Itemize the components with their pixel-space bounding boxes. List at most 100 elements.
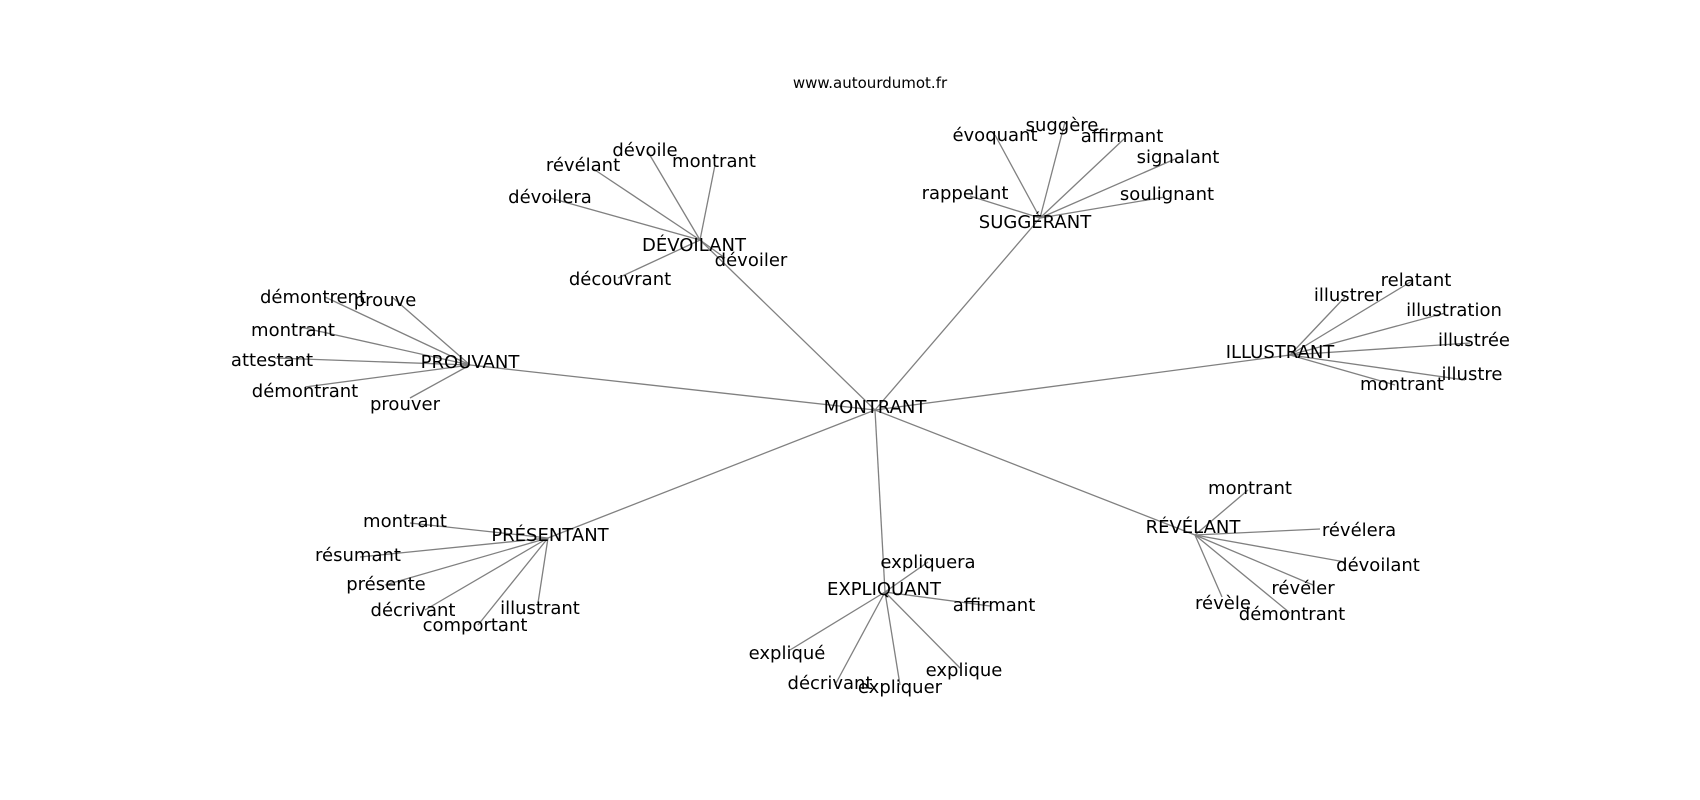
edge-revelant-leaf (1194, 534, 1314, 586)
leaf-node-label: illustre (1442, 364, 1503, 385)
edge-illustrant-leaf (1289, 342, 1471, 356)
edge-prouvant-leaf (409, 364, 471, 399)
hub-node-suggerant: SUGGÉRANT (979, 211, 1092, 233)
leaf-node-label: montrant (1208, 478, 1292, 499)
edge-illustrant-leaf (1289, 354, 1466, 381)
edge-presentant-leaf (424, 537, 549, 611)
edge-illustrant-leaf (1289, 280, 1413, 356)
leaf-node-label: démontrent (260, 287, 366, 308)
leaf-node-label: rappelant (922, 183, 1009, 204)
edge-suggerant-leaf (1039, 196, 1166, 219)
edge-expliquant-leaf (884, 591, 991, 607)
edge-expliquant-leaf (834, 591, 886, 686)
leaf-node-label: dévoilera (508, 187, 592, 208)
leaf-node-label: explique (926, 660, 1003, 681)
leaf-node-label: suggère (1026, 115, 1099, 136)
leaf-node-label: évoquant (952, 125, 1037, 146)
leaf-node-label: montrant (672, 151, 756, 172)
edge-suggerant-leaf (1039, 121, 1066, 219)
leaf-node-label: montrant (1360, 374, 1444, 395)
leaf-node-label: relatant (1381, 270, 1452, 291)
leaf-node-label: prouver (370, 394, 441, 415)
edge-root-expliquant (874, 409, 886, 593)
edge-illustrant-leaf (1289, 354, 1396, 386)
edge-expliquant-leaf (789, 591, 886, 651)
leaf-node-label: soulignant (1120, 184, 1214, 205)
leaf-node-label: dévoilant (1336, 555, 1420, 576)
leaf-node-label: signalant (1137, 147, 1220, 168)
edge-suggerant-leaf (1039, 158, 1176, 219)
leaf-node-label: illustration (1406, 300, 1502, 321)
edge-expliquant-leaf (884, 591, 901, 686)
edge-suggerant-leaf (994, 134, 1041, 219)
edge-illustrant-leaf (1289, 296, 1346, 356)
edge-devoilant-leaf (549, 197, 701, 241)
leaf-node-label: découvrant (569, 269, 671, 290)
leaf-node-label: résumant (315, 545, 401, 566)
edge-expliquant-leaf (884, 591, 961, 669)
edge-prouvant-leaf (391, 296, 471, 366)
leaf-node-label: comportant (423, 615, 528, 636)
edge-prouvant-leaf (304, 364, 471, 388)
leaf-node-label: démontrant (252, 381, 358, 402)
edge-devoilant-leaf (699, 164, 716, 241)
graph-edges (274, 121, 1471, 686)
leaf-node-label: prouve (354, 290, 417, 311)
edge-root-prouvant (469, 364, 876, 411)
edge-revelant-leaf (1194, 534, 1291, 614)
edge-suggerant-leaf (969, 195, 1041, 219)
edge-expliquant-leaf (884, 561, 929, 593)
edge-root-devoilant (699, 239, 876, 411)
hub-node-revelant: RÉVÉLANT (1146, 516, 1242, 538)
root-node-label: MONTRANT (824, 397, 928, 418)
leaf-node-label: révèle (1195, 593, 1251, 614)
edge-presentant-leaf (409, 522, 549, 539)
edge-revelant-leaf (1194, 528, 1321, 536)
edge-root-revelant (874, 409, 1196, 536)
leaf-node-label: démontrant (1239, 604, 1345, 625)
hub-node-expliquant: EXPLIQUANT (827, 579, 942, 600)
edge-prouvant-leaf (274, 357, 471, 366)
source-label: www.autourdumot.fr (793, 74, 948, 92)
leaf-node-label: affirmant (953, 595, 1036, 616)
edge-presentant-leaf (359, 537, 549, 558)
edge-revelant-leaf (1194, 534, 1346, 563)
edge-prouvant-leaf (324, 296, 471, 366)
edge-devoilant-leaf (617, 239, 701, 279)
leaf-node-label: décrivant (371, 600, 456, 621)
edge-root-presentant (547, 409, 876, 539)
edge-revelant-leaf (1194, 534, 1223, 598)
edge-presentant-leaf (537, 537, 549, 604)
edge-revelant-leaf (1194, 489, 1249, 536)
hub-node-prouvant: PROUVANT (421, 352, 521, 373)
edge-devoilant-leaf (591, 167, 701, 241)
leaf-node-label: révélant (546, 155, 620, 176)
leaf-node-label: dévoiler (715, 250, 788, 271)
edge-prouvant-leaf (299, 326, 471, 366)
leaf-node-label: affirmant (1081, 126, 1164, 147)
hub-node-devoilant: DÉVOILANT (642, 234, 747, 256)
leaf-node-label: illustrant (500, 598, 580, 619)
leaf-node-label: dévoile (612, 140, 677, 161)
leaf-node-label: montrant (251, 320, 335, 341)
edge-devoilant-leaf (647, 151, 701, 241)
leaf-node-label: expliquer (858, 677, 943, 698)
hub-node-presentant: PRÉSENTANT (491, 524, 609, 546)
edge-illustrant-leaf (1289, 312, 1446, 356)
edge-root-illustrant (874, 354, 1291, 411)
leaf-node-label: attestant (231, 350, 313, 371)
leaf-node-label: illustrée (1438, 330, 1510, 351)
hub-node-illustrant: ILLUSTRANT (1226, 342, 1336, 363)
leaf-node-label: présente (346, 574, 426, 595)
leaf-node-label: illustrer (1314, 285, 1383, 306)
leaf-node-label: révéler (1271, 578, 1335, 599)
edge-root-suggerant (874, 217, 1041, 411)
leaf-node-label: montrant (363, 511, 447, 532)
leaf-node-label: décrivant (788, 673, 873, 694)
edge-suggerant-leaf (1039, 137, 1126, 219)
edge-devoilant-leaf (699, 239, 726, 259)
leaf-node-label: expliqué (749, 643, 826, 664)
edge-presentant-leaf (384, 537, 549, 586)
